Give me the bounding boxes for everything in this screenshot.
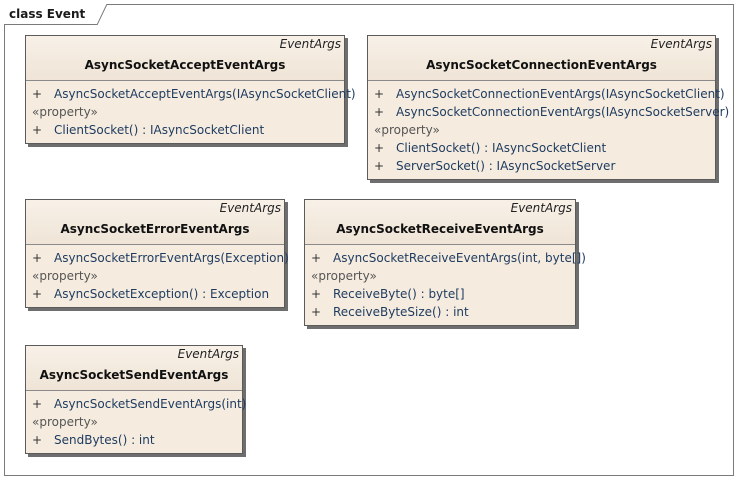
operation-row[interactable]: + AsyncSocketConnectionEventArgs(IAsyncSo…	[368, 103, 729, 121]
operation-row[interactable]: + AsyncSocketErrorEventArgs(Exception)	[26, 249, 289, 267]
operation-signature: AsyncSocketConnectionEventArgs(IAsyncSoc…	[396, 87, 725, 101]
class-name: AsyncSocketAcceptEventArgs	[84, 58, 286, 72]
property-row[interactable]: + ReceiveByteSize() : int	[305, 303, 575, 321]
class-name: AsyncSocketErrorEventArgs	[60, 222, 250, 236]
class-operations: + AsyncSocketAcceptEventArgs(IAsyncSocket…	[26, 81, 356, 143]
visibility-marker: +	[374, 87, 385, 101]
visibility-marker: +	[32, 251, 43, 265]
property-signature: ReceiveByte() : byte[]	[333, 287, 465, 301]
property-signature: ReceiveByteSize() : int	[333, 305, 469, 319]
property-row[interactable]: + ClientSocket() : IAsyncSocketClient	[26, 121, 344, 139]
property-stereotype: «property»	[32, 415, 98, 429]
property-signature: ClientSocket() : IAsyncSocketClient	[54, 123, 265, 137]
class-name: AsyncSocketSendEventArgs	[39, 368, 229, 382]
visibility-marker: +	[311, 305, 322, 319]
visibility-marker: +	[32, 287, 43, 301]
operation-signature: AsyncSocketReceiveEventArgs(int, byte[])	[333, 251, 586, 265]
property-stereotype: «property»	[32, 269, 98, 283]
frame-label: class Event	[4, 4, 98, 25]
property-signature: ServerSocket() : IAsyncSocketServer	[396, 159, 616, 173]
frame-tab-corner	[97, 4, 109, 25]
visibility-marker: +	[32, 123, 43, 137]
property-row[interactable]: + ClientSocket() : IAsyncSocketClient	[368, 139, 715, 157]
property-row[interactable]: + ReceiveByte() : byte[]	[305, 285, 575, 303]
class-stereotype: EventArgs	[279, 37, 341, 51]
operation-signature: AsyncSocketSendEventArgs(int)	[54, 397, 247, 411]
class-stereotype: EventArgs	[510, 201, 572, 215]
property-signature: SendBytes() : int	[54, 433, 155, 447]
visibility-marker: +	[374, 105, 385, 119]
property-row[interactable]: + SendBytes() : int	[26, 431, 242, 449]
operation-row[interactable]: + AsyncSocketReceiveEventArgs(int, byte[]…	[305, 249, 586, 267]
class-operations: + AsyncSocketConnectionEventArgs(IAsyncSo…	[368, 81, 729, 179]
class-operations: + AsyncSocketErrorEventArgs(Exception) «pr…	[26, 245, 289, 307]
visibility-marker: +	[32, 433, 43, 447]
class-name: AsyncSocketConnectionEventArgs	[426, 58, 657, 72]
operation-signature: AsyncSocketAcceptEventArgs(IAsyncSocketC…	[54, 87, 356, 101]
property-signature: ClientSocket() : IAsyncSocketClient	[396, 141, 607, 155]
class-stereotype: EventArgs	[177, 347, 239, 361]
class-name: AsyncSocketReceiveEventArgs	[336, 222, 544, 236]
visibility-marker: +	[311, 251, 322, 265]
operation-row[interactable]: + AsyncSocketSendEventArgs(int)	[26, 395, 246, 413]
operation-signature: AsyncSocketErrorEventArgs(Exception)	[54, 251, 289, 265]
property-row[interactable]: + AsyncSocketException() : Exception	[26, 285, 284, 303]
class-operations: + AsyncSocketSendEventArgs(int) «property»…	[26, 391, 246, 453]
visibility-marker: +	[32, 397, 43, 411]
property-stereotype: «property»	[32, 105, 98, 119]
visibility-marker: +	[374, 159, 385, 173]
property-row[interactable]: + ServerSocket() : IAsyncSocketServer	[368, 157, 715, 175]
visibility-marker: +	[32, 87, 43, 101]
class-operations: + AsyncSocketReceiveEventArgs(int, byte[]…	[305, 245, 586, 325]
operation-signature: AsyncSocketConnectionEventArgs(IAsyncSoc…	[396, 105, 730, 119]
visibility-marker: +	[311, 287, 322, 301]
class-stereotype: EventArgs	[650, 37, 712, 51]
property-signature: AsyncSocketException() : Exception	[54, 287, 270, 301]
property-stereotype: «property»	[311, 269, 377, 283]
operation-row[interactable]: + AsyncSocketAcceptEventArgs(IAsyncSocket…	[26, 85, 356, 103]
class-stereotype: EventArgs	[219, 201, 281, 215]
visibility-marker: +	[374, 141, 385, 155]
property-stereotype: «property»	[374, 123, 440, 137]
operation-row[interactable]: + AsyncSocketConnectionEventArgs(IAsyncSo…	[368, 85, 725, 103]
